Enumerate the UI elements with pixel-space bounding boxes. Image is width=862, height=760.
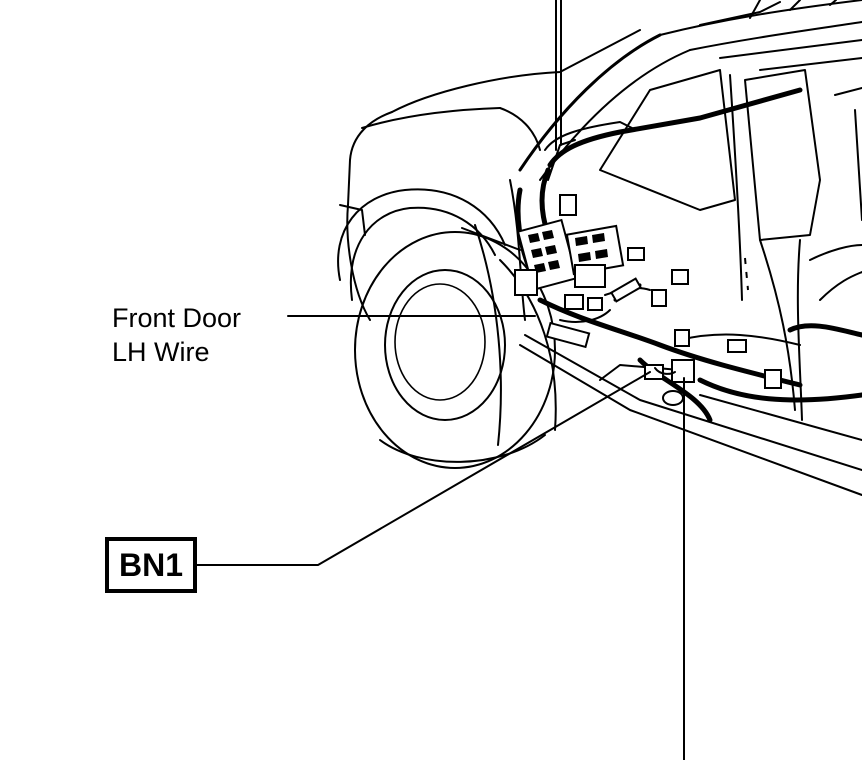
bn1-connector-code-box: BN1 [105, 537, 197, 593]
leader-lines [196, 315, 685, 760]
front-door-lh-wire-label: Front Door LH Wire [112, 301, 241, 369]
front-door-label-line1: Front Door [112, 303, 242, 333]
front-wheel [337, 188, 557, 469]
bn1-connector-code: BN1 [118, 546, 183, 583]
front-door-label-line2: LH Wire [112, 337, 210, 367]
connectors [514, 194, 782, 406]
